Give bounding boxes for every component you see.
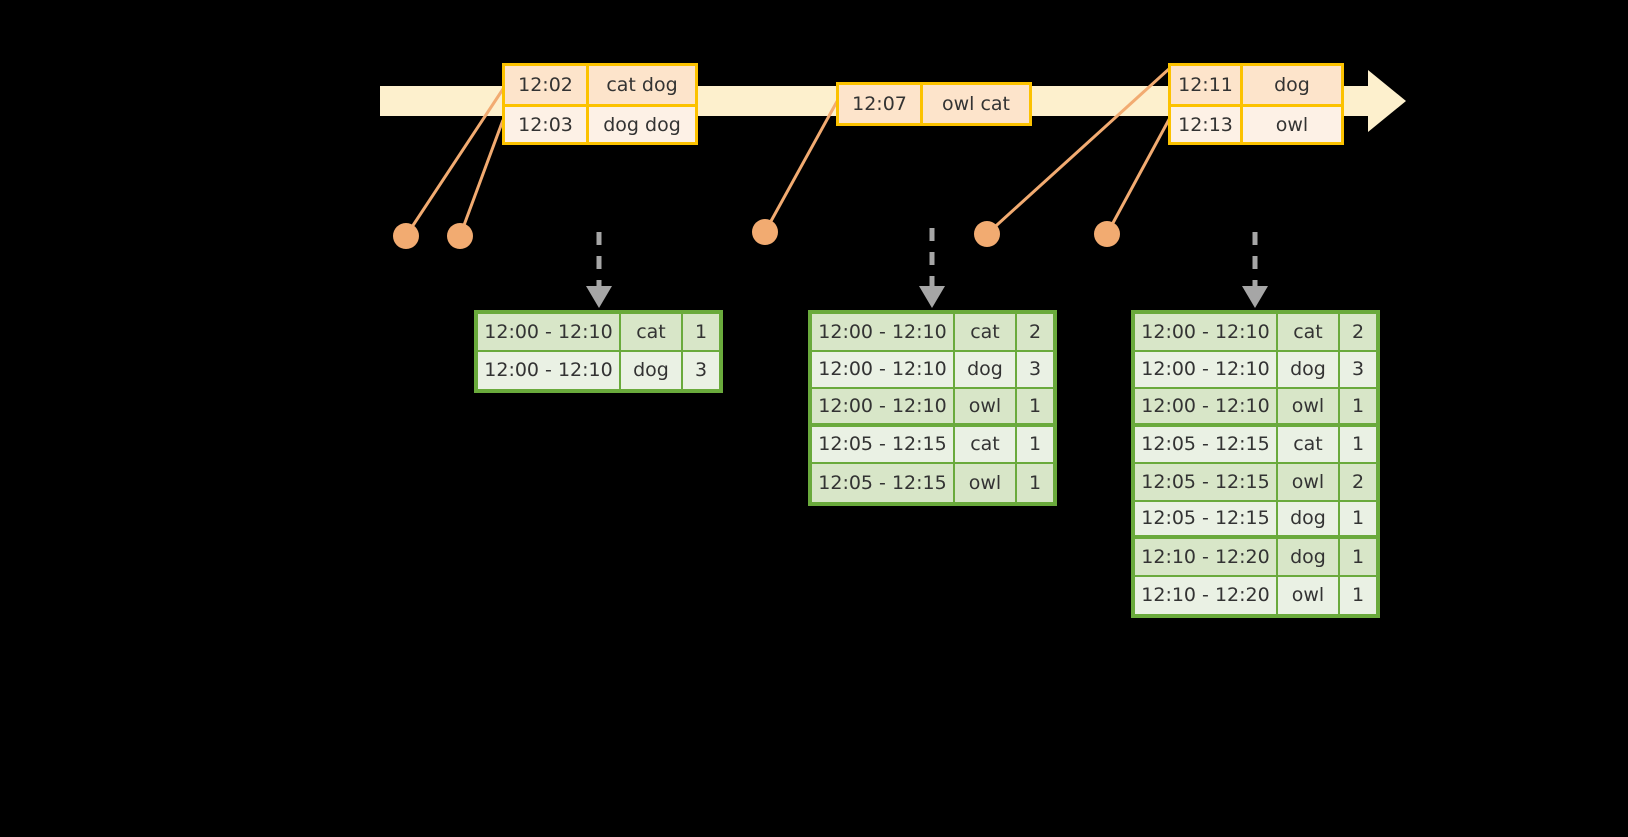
- count-cell: 2: [1028, 320, 1042, 343]
- window-cell: 12:00 - 12:10: [1135, 314, 1278, 350]
- event-row: 12:13 owl: [1171, 104, 1341, 142]
- key-cell: owl: [1278, 576, 1340, 614]
- event-row: 12:07 owl cat: [839, 85, 1029, 123]
- count-cell: 1: [1351, 507, 1365, 530]
- key-cell: cat: [1278, 314, 1340, 350]
- window-cell: 12:00 - 12:10: [478, 351, 621, 389]
- window-cell: 12:05 - 12:15: [812, 426, 955, 462]
- event-value: dog: [1274, 74, 1310, 96]
- key-cell: owl: [955, 464, 1017, 502]
- event-box-3[interactable]: 12:11 dog 12:13 owl: [1168, 63, 1344, 145]
- key-cell: owl: [955, 389, 1017, 423]
- key-cell: dog: [1278, 539, 1340, 575]
- count-cell: 1: [1028, 433, 1042, 456]
- event-dot-icon: [447, 223, 473, 249]
- window-cell: 12:00 - 12:10: [812, 389, 955, 423]
- window-cell: 12:05 - 12:15: [1135, 501, 1278, 535]
- event-time: 12:07: [839, 85, 923, 123]
- flow-arrow-head-icon: [919, 286, 945, 308]
- count-cell: 3: [694, 359, 708, 382]
- key-cell: dog: [621, 351, 683, 389]
- event-value: dog dog: [603, 113, 681, 136]
- key-cell: cat: [955, 314, 1017, 350]
- window-cell: 12:05 - 12:15: [1135, 464, 1278, 500]
- count-cell: 1: [1351, 584, 1365, 607]
- count-cell: 1: [1028, 394, 1042, 417]
- event-value: owl cat: [941, 93, 1011, 115]
- window-cell: 12:00 - 12:10: [478, 314, 621, 350]
- window-cell: 12:05 - 12:15: [1135, 426, 1278, 462]
- count-cell: 1: [1351, 545, 1365, 568]
- window-cell: 12:05 - 12:15: [812, 464, 955, 502]
- event-row: 12:03 dog dog: [505, 104, 695, 142]
- window-cell: 12:10 - 12:20: [1135, 576, 1278, 614]
- key-cell: cat: [1278, 426, 1340, 462]
- connector-line: [1105, 113, 1174, 235]
- count-cell: 1: [1351, 433, 1365, 456]
- window-cell: 12:00 - 12:10: [1135, 389, 1278, 423]
- key-cell: cat: [621, 314, 683, 350]
- connector-line: [763, 95, 842, 233]
- event-value: owl: [1275, 113, 1309, 136]
- event-time: 12:13: [1171, 107, 1243, 142]
- event-row: 12:02 cat dog: [505, 66, 695, 104]
- key-cell: owl: [1278, 389, 1340, 423]
- key-cell: dog: [1278, 501, 1340, 535]
- window-cell: 12:10 - 12:20: [1135, 539, 1278, 575]
- event-dot-icon: [393, 223, 419, 249]
- count-cell: 1: [1028, 471, 1042, 494]
- event-time: 12:11: [1171, 66, 1243, 104]
- count-cell: 2: [1351, 320, 1365, 343]
- window-cell: 12:00 - 12:10: [1135, 351, 1278, 387]
- key-cell: cat: [955, 426, 1017, 462]
- event-time: 12:03: [505, 107, 589, 142]
- flow-arrow-head-icon: [1242, 286, 1268, 308]
- count-cell: 1: [1351, 394, 1365, 417]
- count-cell: 3: [1028, 358, 1042, 381]
- window-cell: 12:00 - 12:10: [812, 351, 955, 387]
- count-cell: 2: [1351, 470, 1365, 493]
- count-cell: 1: [694, 320, 708, 343]
- window-cell: 12:00 - 12:10: [812, 314, 955, 350]
- connector-line: [458, 119, 505, 237]
- key-cell: dog: [1278, 351, 1340, 387]
- flow-arrow-head-icon: [586, 286, 612, 308]
- event-value: cat dog: [606, 74, 678, 96]
- event-dot-icon: [974, 221, 1000, 247]
- key-cell: dog: [955, 351, 1017, 387]
- event-dot-icon: [752, 219, 778, 245]
- event-box-2[interactable]: 12:07 owl cat: [836, 82, 1032, 126]
- count-cell: 3: [1351, 358, 1365, 381]
- event-box-1[interactable]: 12:02 cat dog 12:03 dog dog: [502, 63, 698, 145]
- timeline-arrowhead-icon: [1368, 70, 1406, 132]
- event-dot-icon: [1094, 221, 1120, 247]
- event-row: 12:11 dog: [1171, 66, 1341, 104]
- event-time: 12:02: [505, 66, 589, 104]
- key-cell: owl: [1278, 464, 1340, 500]
